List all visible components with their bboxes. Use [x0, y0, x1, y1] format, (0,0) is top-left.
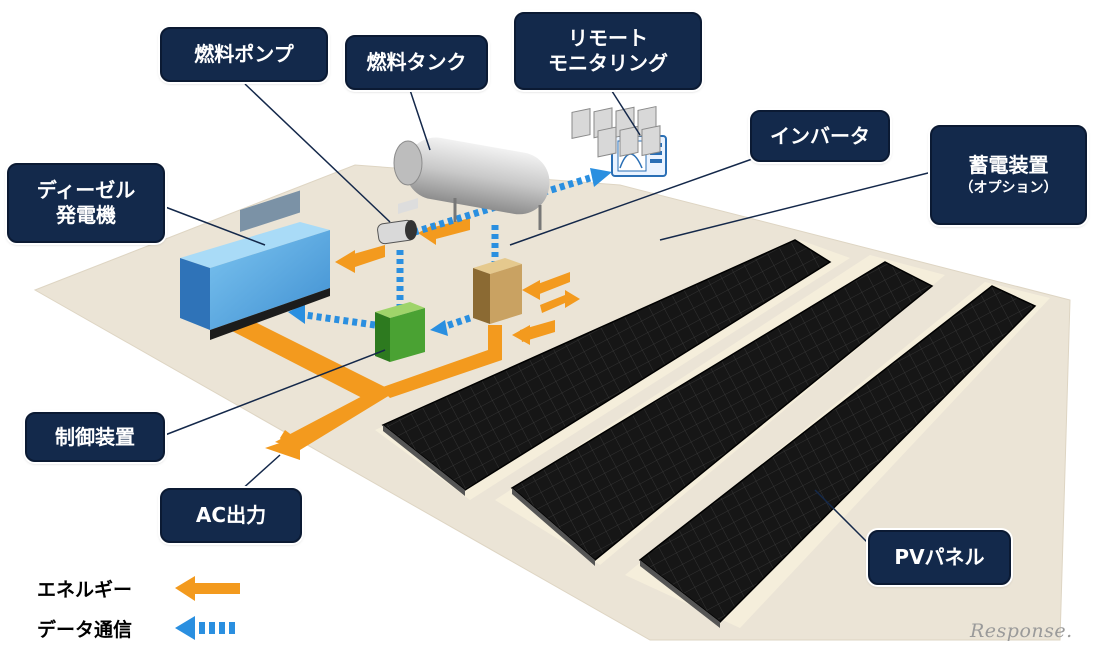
pv-panel-label: PVパネル [868, 530, 1011, 585]
legend-data-arrow [175, 616, 235, 640]
data-arrowheads [288, 168, 612, 336]
response-watermark: Response. [970, 620, 1073, 642]
diesel-generator-label: ディーゼル 発電機 [7, 163, 165, 243]
fuel-tank [393, 137, 550, 230]
diesel-generator [180, 190, 330, 340]
pv-row-3 [638, 285, 1037, 623]
legend-energy-label: エネルギー [37, 579, 133, 601]
controller-cabinet [375, 198, 425, 362]
pv-rows [381, 239, 1037, 628]
remote-monitoring-label: リモート モニタリング [514, 12, 702, 90]
storage-batteries [571, 105, 661, 158]
inverter-label: インバータ [750, 110, 890, 162]
fuel-pump [377, 219, 417, 245]
ac-output-label: AC出力 [160, 488, 302, 543]
fuel-pump-label: 燃料ポンプ [160, 27, 328, 82]
legend-data-label: データ通信 [37, 619, 133, 641]
legend-energy-arrow [175, 576, 240, 601]
data-flow-arrows [304, 174, 592, 332]
inverter-cabinet [473, 258, 522, 324]
leader-lines [159, 83, 933, 551]
storage-label: 蓄電装置 （オプション） [930, 125, 1087, 225]
controller-label: 制御装置 [25, 412, 165, 462]
energy-flow-arrows [230, 218, 580, 460]
fuel-tank-label: 燃料タンク [345, 35, 488, 90]
